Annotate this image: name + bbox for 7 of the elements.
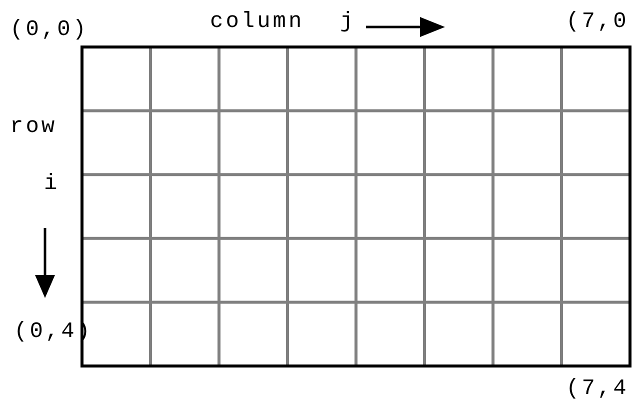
coordinate-label: (0,0): [10, 18, 89, 42]
coordinate-label: (7,4: [566, 377, 629, 401]
coordinate-label: (7,0: [566, 10, 629, 34]
axis-label: column: [210, 10, 304, 34]
axis-label: j: [340, 10, 356, 34]
axis-label: i: [44, 172, 60, 196]
axis-label: row: [10, 115, 58, 139]
